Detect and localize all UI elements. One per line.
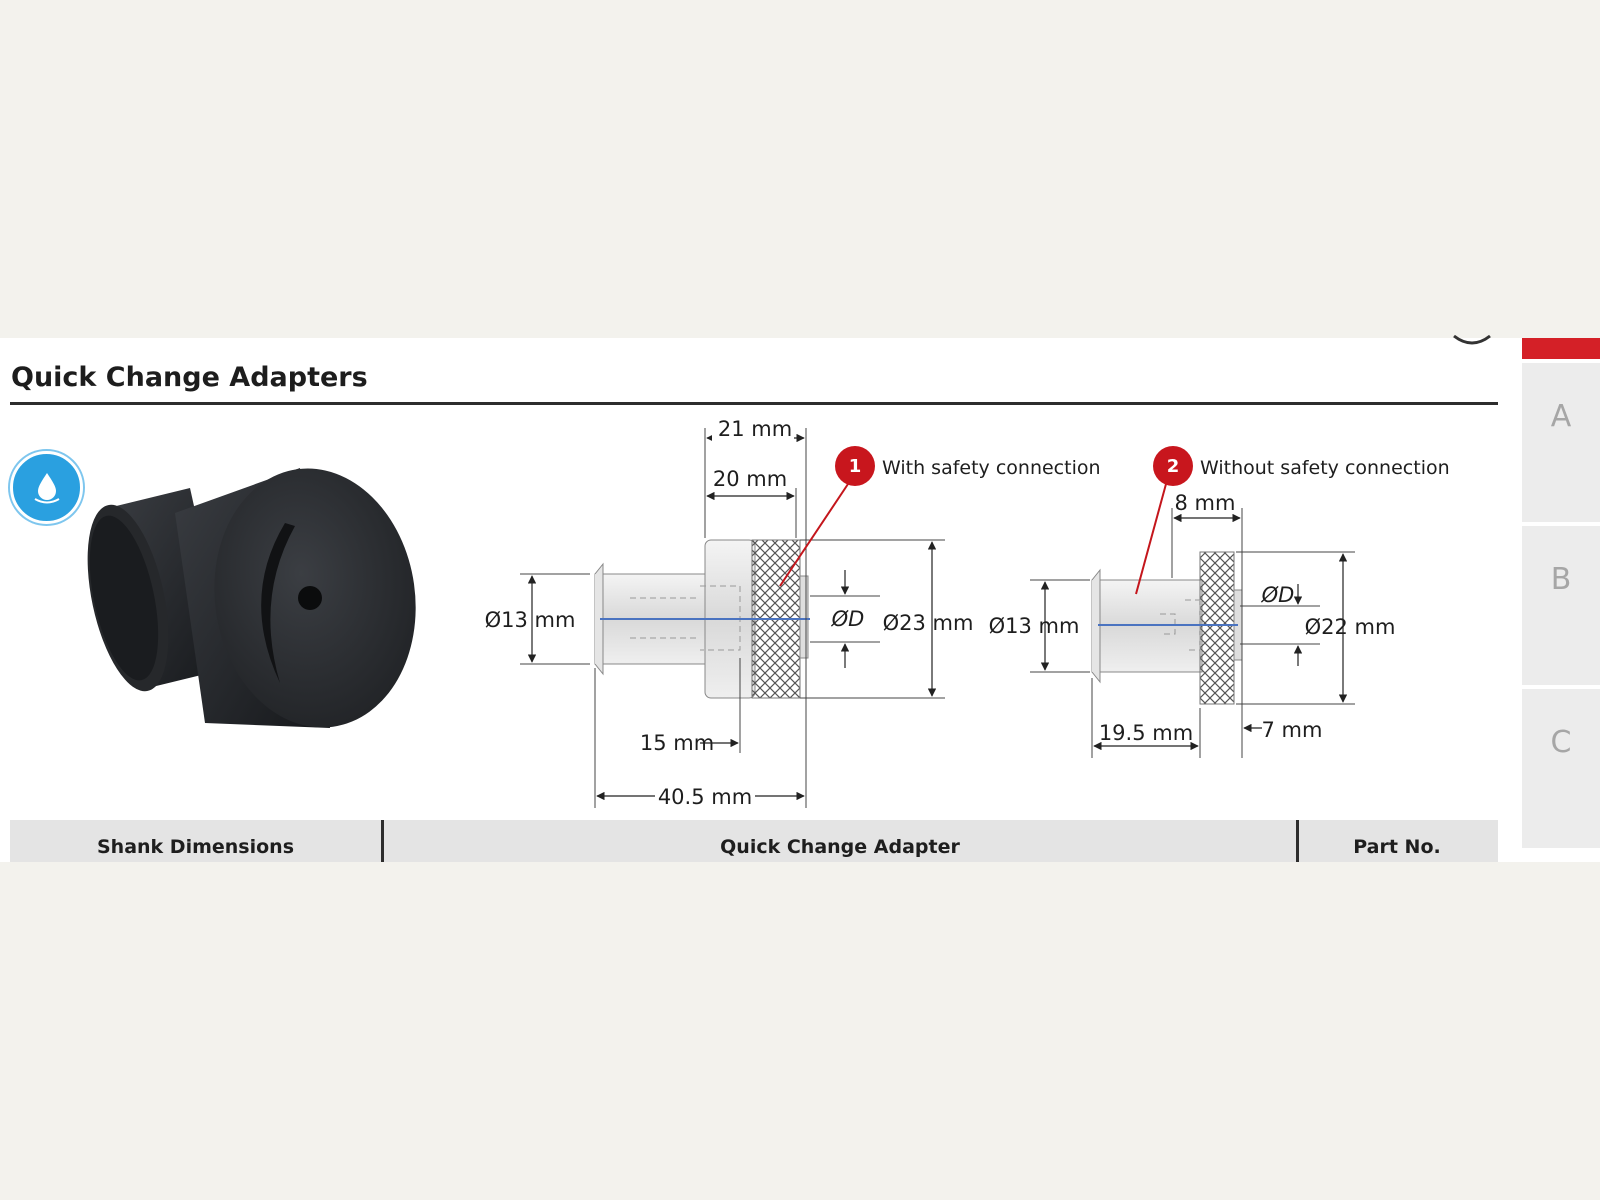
drawing-with-safety: 1 With safety connection 21 mm 20 mm Ø13…: [485, 417, 1101, 808]
dim-19-5mm: 19.5 mm: [1099, 721, 1193, 745]
table-header: Shank Dimensions Quick Change Adapter Pa…: [10, 820, 1498, 862]
active-section-indicator: [1522, 338, 1600, 359]
dim-bore-diameter-1: ØD: [831, 607, 865, 631]
dim-8mm: 8 mm: [1175, 491, 1236, 515]
dim-total-length: 40.5 mm: [658, 785, 752, 808]
dim-bore-diameter-2: ØD: [1261, 583, 1295, 607]
dim-outer-diameter-1: Ø23 mm: [883, 611, 974, 635]
drawing-without-safety: 2 Without safety connection 8 mm Ø13 mm …: [989, 446, 1450, 758]
catalog-panel: Quick Change Adapters: [0, 334, 1600, 862]
corner-ornament-icon: [1453, 334, 1491, 345]
technical-drawings: 1 With safety connection 21 mm 20 mm Ø13…: [485, 417, 1450, 808]
header-part-no: Part No.: [1353, 836, 1441, 858]
dim-outer-diameter-2: Ø22 mm: [1305, 615, 1396, 639]
section-side-tabs: A B C: [1522, 338, 1600, 862]
coolant-drop-icon: [10, 451, 83, 524]
side-tab-a[interactable]: A: [1522, 363, 1600, 522]
header-shank-dimensions: Shank Dimensions: [96, 836, 294, 858]
page-title: Quick Change Adapters: [11, 362, 368, 393]
callout-label-with-safety: With safety connection: [882, 457, 1101, 479]
dim-shank-diameter-2: Ø13 mm: [989, 614, 1080, 638]
dim-shank-diameter-1: Ø13 mm: [485, 608, 576, 632]
quick-change-adapter-photo: [87, 468, 416, 728]
callout-number-2: 2: [1167, 456, 1180, 477]
dim-7mm: 7 mm: [1262, 718, 1323, 742]
dim-21mm: 21 mm: [718, 417, 792, 441]
header-quick-change-adapter: Quick Change Adapter: [381, 820, 1299, 862]
dim-15mm: 15 mm: [640, 731, 714, 755]
callout-label-without-safety: Without safety connection: [1200, 457, 1450, 479]
dim-20mm: 20 mm: [713, 467, 787, 491]
side-tab-b[interactable]: B: [1522, 526, 1600, 685]
title-divider: [10, 402, 1498, 405]
callout-number-1: 1: [849, 456, 862, 477]
side-tab-c[interactable]: C: [1522, 689, 1600, 848]
